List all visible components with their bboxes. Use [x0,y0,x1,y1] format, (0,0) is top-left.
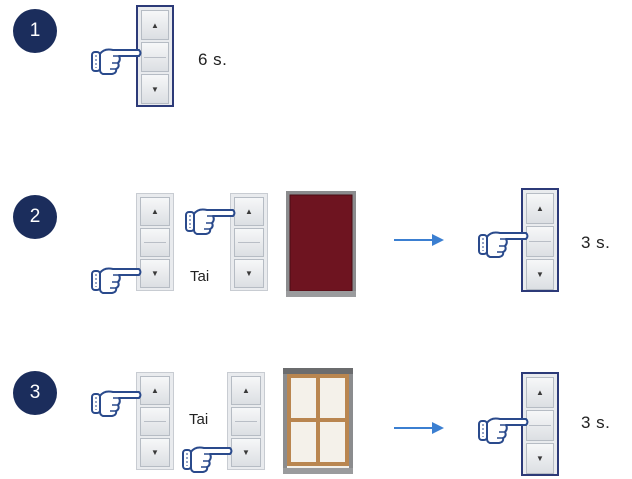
down-button: ▼ [231,438,261,467]
down-arrow-icon: ▼ [536,270,544,279]
stop-button [526,410,554,441]
up-button: ▲ [231,376,261,405]
down-arrow-icon: ▼ [245,269,253,278]
down-arrow-icon: ▼ [536,454,544,463]
arrow-right-icon [394,234,444,246]
down-arrow-icon: ▼ [151,448,159,457]
up-arrow-icon: ▲ [151,20,159,30]
or-label: Tai [189,411,209,428]
up-arrow-icon: ▲ [245,207,253,216]
pointing-hand-icon [91,262,143,296]
down-arrow-icon: ▼ [151,269,159,278]
stop-button [231,407,261,436]
open-window-icon [283,368,353,474]
remote-control-icon: ▲ ▼ [521,372,559,476]
step-1-badge: 1 [13,9,57,53]
step-number: 3 [29,382,41,403]
pointing-hand-icon [91,43,143,77]
down-button: ▼ [141,74,169,104]
pointing-hand-icon [185,203,237,237]
stop-button [141,42,169,72]
up-button: ▲ [140,197,170,226]
down-button: ▼ [234,259,264,288]
up-button: ▲ [140,376,170,405]
closed-curtain-icon [286,191,356,297]
up-arrow-icon: ▲ [151,386,159,395]
remote-control-icon: ▲ ▼ [136,193,174,291]
step-number: 2 [29,206,41,227]
pointing-hand-icon [182,441,234,475]
arrow-right-icon [394,422,444,434]
pointing-hand-icon [478,412,530,446]
down-button: ▼ [140,259,170,288]
pointing-hand-icon [91,385,143,419]
step-number: 1 [29,20,41,41]
stop-button [234,228,264,257]
up-button: ▲ [234,197,264,226]
up-arrow-icon: ▲ [536,204,544,213]
remote-control-icon: ▲ ▼ [227,372,265,470]
stop-button [140,228,170,257]
down-button: ▼ [526,259,554,290]
hold-time-label: 3 s. [581,413,611,432]
stop-button [526,226,554,257]
remote-control-icon: ▲ ▼ [136,372,174,470]
stop-button [140,407,170,436]
remote-control-icon: ▲ ▼ [136,5,174,107]
step-2-badge: 2 [13,195,57,239]
hold-time-label: 3 s. [581,233,611,252]
remote-control-icon: ▲ ▼ [230,193,268,291]
hold-time-label: 6 s. [198,50,228,69]
down-button: ▼ [526,443,554,474]
up-button: ▲ [141,10,169,40]
up-button: ▲ [526,377,554,408]
up-button: ▲ [526,193,554,224]
down-button: ▼ [140,438,170,467]
or-label: Tai [190,268,210,285]
up-arrow-icon: ▲ [151,207,159,216]
step-3-badge: 3 [13,371,57,415]
down-arrow-icon: ▼ [242,448,250,457]
remote-control-icon: ▲ ▼ [521,188,559,292]
down-arrow-icon: ▼ [151,84,159,94]
up-arrow-icon: ▲ [242,386,250,395]
pointing-hand-icon [478,226,530,260]
up-arrow-icon: ▲ [536,388,544,397]
